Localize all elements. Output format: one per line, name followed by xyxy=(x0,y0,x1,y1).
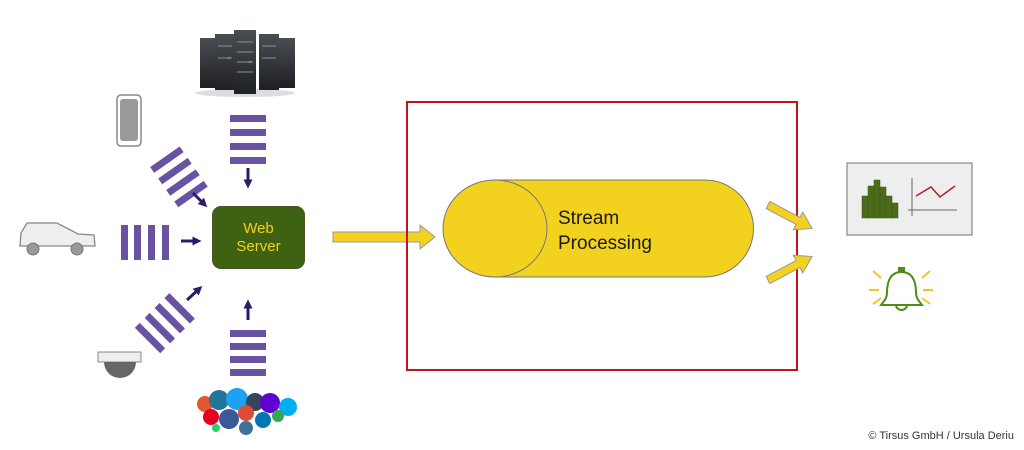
server-rack-icon xyxy=(195,30,295,97)
event-bars-left xyxy=(121,225,169,260)
output-arrow-dashboard xyxy=(765,200,813,231)
arrow-bottom-left xyxy=(185,285,203,302)
web-server-label-line1: Web xyxy=(243,219,274,237)
bell-alert-icon xyxy=(869,267,933,311)
social-media-icons xyxy=(197,388,297,435)
stream-processing-cylinder xyxy=(442,179,754,278)
event-bars-top-left xyxy=(150,146,208,208)
smartphone-icon xyxy=(116,94,142,147)
chart-dashboard-icon xyxy=(846,162,973,236)
stream-processing-label: Stream Processing xyxy=(558,206,652,256)
web-server-label-line2: Server xyxy=(236,237,281,255)
car-icon xyxy=(19,222,96,256)
web-server-node: Web Server xyxy=(212,206,305,269)
stream-processing-boundary xyxy=(406,101,798,371)
copyright-notice: © Tirsus GmbH / Ursula Deriu xyxy=(868,430,1014,442)
output-arrow-alert xyxy=(765,254,813,285)
stream-label-line1: Stream xyxy=(558,208,620,229)
arrow-top-left xyxy=(191,191,208,208)
security-camera-icon xyxy=(97,351,142,378)
event-bars-bottom xyxy=(230,330,266,376)
event-bars-top xyxy=(230,115,266,164)
arrow-to-stream xyxy=(332,223,436,251)
stream-label-line2: Processing xyxy=(558,233,652,254)
event-bars-bottom-left xyxy=(134,293,195,354)
